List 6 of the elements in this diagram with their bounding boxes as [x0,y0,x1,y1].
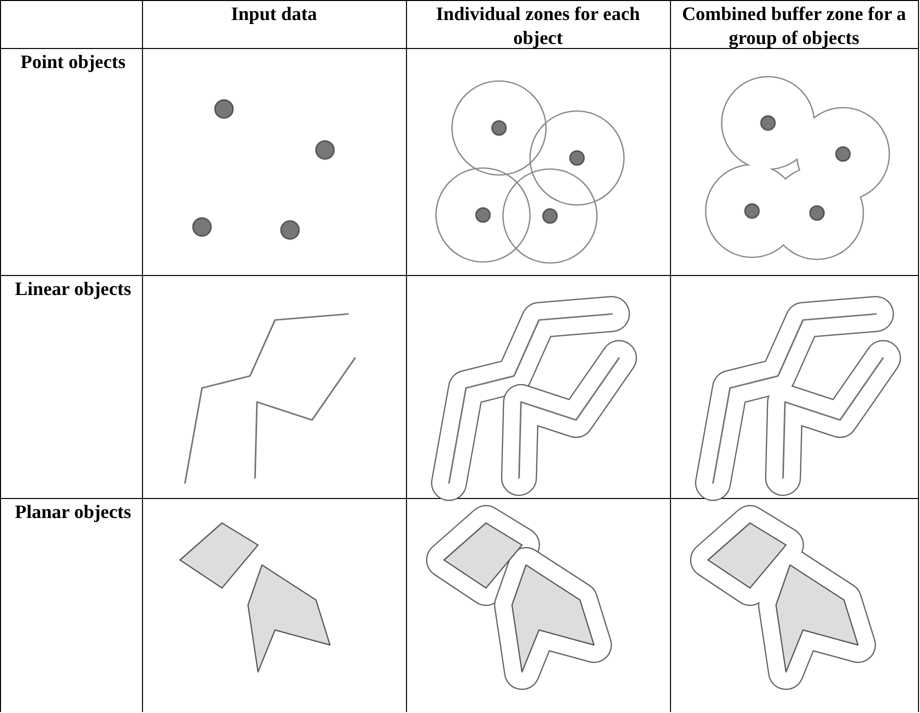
row-header: Linear objects [14,279,132,300]
column-header: Individual zones for each object [436,4,640,49]
row-header: Planar objects [14,502,132,523]
row-header: Point objects [20,52,126,73]
column-header: Input data [230,4,318,25]
column-header: Combined buffer zone for a group of objects [682,4,906,49]
